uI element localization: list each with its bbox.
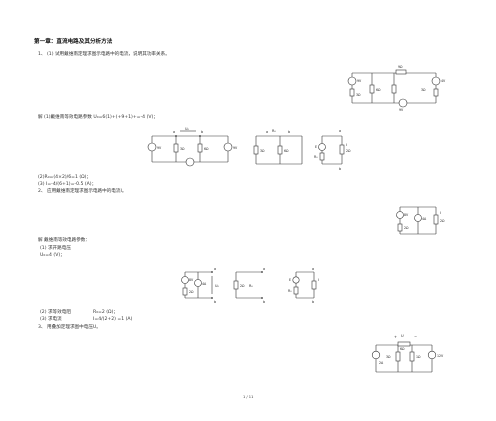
c9-r2-label: 3Ω — [386, 355, 391, 359]
circuit-5: 8V 4A 2Ω I 2Ω — [396, 206, 445, 235]
c5-rl-label: 2Ω — [440, 219, 445, 223]
c1-top-label: 9Ω — [398, 65, 403, 69]
c6-cs-label: 4A — [202, 282, 207, 286]
c8-a-label: a — [312, 267, 314, 271]
c1-bottom-label: 9V — [399, 108, 404, 112]
problem2-step3-value: I=4/(2+2) =1 (A) — [93, 317, 133, 322]
c9-minus-label: − — [414, 335, 417, 339]
c3-r2-label: 6Ω — [284, 149, 289, 153]
c5-r-label: 2Ω — [404, 226, 409, 230]
c5-i-label: I — [440, 211, 441, 215]
c8-r0-label: R₀ — [288, 289, 292, 293]
circuit-3: a b R₀ 3Ω 6Ω — [253, 129, 303, 165]
circuit-9: U + − 6Ω 2A 3Ω 1Ω 12V — [371, 334, 444, 373]
problem1-solution-intro: 解 (1)戴维南等效电路参数 U₀=6(1)+(+9+1)+=-4 (V)； — [38, 115, 158, 120]
c4-rl-label: 2Ω — [346, 149, 351, 153]
c8-i-label: I — [318, 278, 319, 282]
c9-u-label: U — [401, 334, 404, 338]
c9-vs-label: 12V — [437, 354, 444, 358]
c2-b-label: b — [201, 130, 203, 134]
c2-a-label: a — [173, 130, 175, 134]
c6-b-label: b — [214, 300, 216, 304]
c6-r-label: 2Ω — [189, 290, 194, 294]
circuit-7: a b R₀ 2Ω — [233, 267, 265, 304]
problem1-statement: 1、 (1) 试用戴维南定理求图示电路中的电流，说明其功率关系。 — [38, 52, 170, 57]
c4-b-label: b — [339, 167, 341, 171]
c3-r1-label: 3Ω — [260, 149, 265, 153]
c2-src2-label: 9V — [233, 146, 238, 150]
c4-a-label: a — [339, 129, 341, 133]
problem2-step3-label: (3) 求电流 — [40, 317, 62, 322]
problem1-result-r0: (2)R₀=(4×2)/6=1 (Ω)； — [38, 175, 92, 180]
c2-r2-label: 6Ω — [204, 147, 209, 151]
circuit-2: a b U₀ 9V 9V 3Ω 6Ω — [147, 127, 238, 167]
c4-r0-label: R₀ — [314, 155, 318, 159]
problem2-step2-value: R₀=2 (Ω)； — [93, 310, 118, 315]
problem2-uoc: U₀=4 (V)； — [40, 253, 65, 258]
c9-r3-label: 1Ω — [416, 355, 421, 359]
c9-r1-label: 6Ω — [400, 347, 405, 351]
c7-r0-label: R₀ — [249, 284, 253, 288]
c1-r2-label: 6Ω — [376, 88, 381, 92]
problem1-part2: 2、 应用戴维南定理求图示电路中的电流I。 — [38, 189, 127, 194]
circuit-1: 9Ω 9V 3Ω 6Ω 4V 9V 3Ω — [347, 65, 446, 112]
c6-a-label: a — [214, 267, 216, 271]
c6-uoc-label: U₀ — [215, 284, 219, 288]
c1-right-label: 4V — [441, 79, 446, 83]
c5-src-label: 8V — [404, 213, 409, 217]
c1-r3-label: 3Ω — [421, 88, 426, 92]
c7-a-label: a — [263, 267, 265, 271]
problem2-part3: 3、 用叠加定理求图中电压U。 — [38, 325, 101, 330]
c9-src-label: 2A — [379, 361, 384, 365]
problem2-solution-intro: 解 戴维南等效电路参数： — [38, 238, 90, 243]
c9-plus-label: + — [394, 335, 397, 339]
circuit-4: a b E R₀ I 2Ω — [314, 129, 351, 171]
c8-e-label: E — [289, 278, 291, 282]
c3-a-label: a — [266, 130, 268, 134]
c1-r1-label: 3Ω — [356, 93, 361, 97]
c2-r1-label: 3Ω — [180, 147, 185, 151]
page-number: 1 / 11 — [243, 395, 254, 399]
c7-b-label: b — [263, 300, 265, 304]
c6-src-label: 8V — [189, 278, 194, 282]
circuit-6: a b U₀ 8V 4A 2Ω — [181, 267, 219, 304]
problem2-step1: (1) 求开路电压 — [40, 246, 71, 251]
c7-r-label: 2Ω — [240, 284, 245, 288]
c8-b-label: b — [312, 300, 314, 304]
c1-left-label: 9V — [357, 79, 362, 83]
c4-e-label: E — [315, 145, 317, 149]
circuit-8: a b E R₀ I — [288, 267, 319, 304]
c3-r0-label: R₀ — [272, 129, 276, 133]
c5-cs-label: 4A — [422, 217, 427, 221]
chapter-title: 第一章：直流电路及其分析方法 — [34, 39, 113, 45]
c2-uoc-label: U₀ — [185, 127, 189, 131]
c3-b-label: b — [288, 130, 290, 134]
problem2-step2-label: (2) 求等效电阻 — [40, 310, 71, 315]
c2-src1-label: 9V — [157, 146, 162, 150]
problem1-result-i: (3) I=-4/(6+1)=-0.5 (A)； — [38, 182, 97, 187]
c4-i-label: I — [346, 143, 347, 147]
